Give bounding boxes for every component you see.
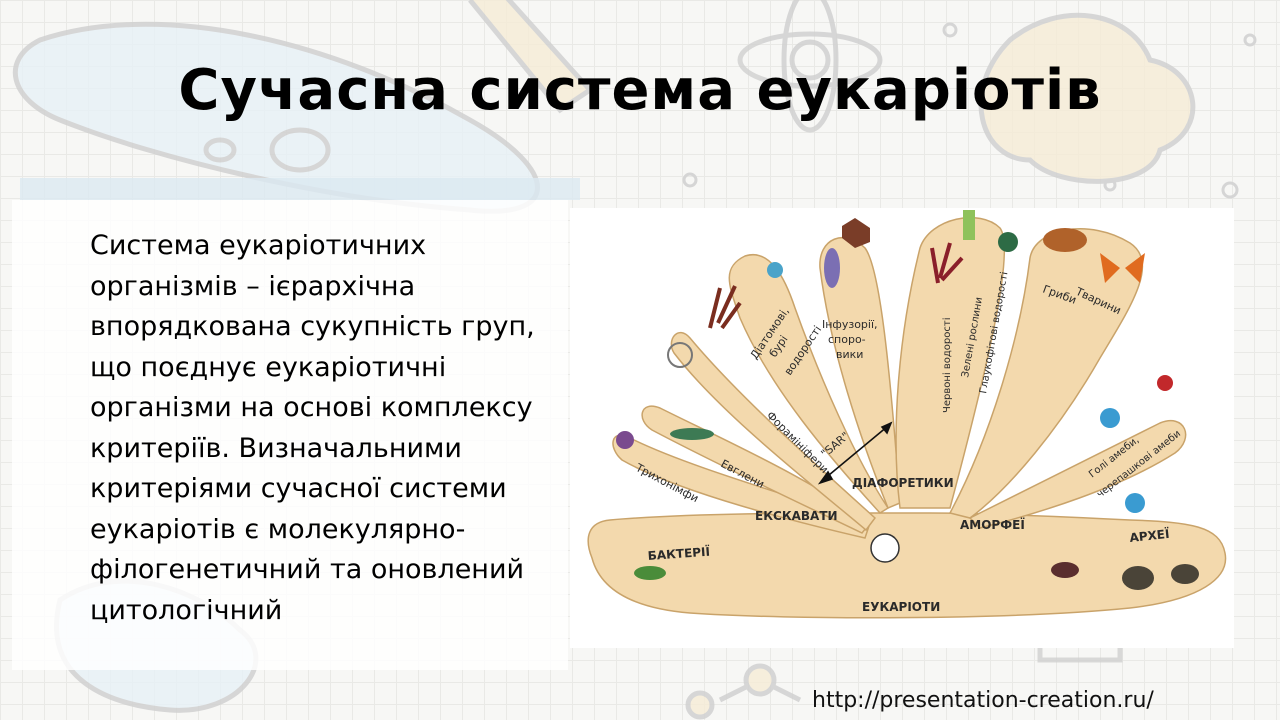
molecule-atom-doodle [743, 663, 777, 697]
trunk-shape [587, 512, 1227, 619]
cell-vacuole-doodle [269, 127, 331, 173]
amoeba-icon [1100, 408, 1120, 428]
striped-band-doodle [20, 178, 580, 200]
green-plant-icon [963, 210, 975, 240]
flagellate-icon [1125, 493, 1145, 513]
footer-url[interactable]: http://presentation-creation.ru/ [812, 688, 1154, 713]
label-ciliates-3: вики [836, 348, 863, 361]
label-archaea: АРХЕЇ [1129, 526, 1171, 545]
pencil-doodle [468, 0, 594, 114]
molecule-atom-doodle [685, 690, 715, 720]
trichonymph-icon [616, 431, 634, 449]
branch-trichonymphs [612, 434, 871, 539]
branch-opisthokonts [948, 228, 1144, 519]
label-red-algae: Червоні водорості [941, 318, 953, 413]
sporozoan-icon [842, 218, 870, 248]
ciliate-icon [824, 248, 840, 288]
slide-title: Сучасна система еукаріотів [178, 58, 1102, 123]
bubble-doodle [1243, 33, 1257, 47]
branch-diatoms [728, 253, 890, 514]
mushroom-icon [1043, 228, 1087, 252]
archaeon-icon [1122, 566, 1154, 590]
atom-orbit-doodle [737, 31, 883, 89]
amoeba-doodle [978, 12, 1196, 184]
butterfly-icon [1100, 253, 1145, 283]
label-eukaryotes: ЕУКАРІОТИ [862, 600, 940, 614]
archaeon-icon [1171, 564, 1199, 584]
cell-vacuole-doodle [203, 137, 237, 163]
diatom-icon [767, 262, 783, 278]
bubble-doodle [682, 172, 698, 188]
glaucophyte-icon [998, 232, 1018, 252]
red-algae-icon [930, 242, 964, 284]
label-bacteria: БАКТЕРІЇ [647, 544, 711, 563]
label-ciliates-1: Інфузорії, [822, 318, 878, 331]
label-amorphea: АМОРФЕЇ [960, 517, 1025, 532]
foraminifera-icon [667, 342, 693, 368]
branch-ciliates [819, 237, 901, 509]
brown-algae-icon [708, 285, 742, 330]
label-excavates: ЕКСКАВАТИ [755, 509, 838, 523]
atom-orbit-doodle [781, 0, 839, 133]
bacterium-icon [634, 566, 666, 580]
eukaryote-tree-svg: БАКТЕРІЇ АРХЕЇ ЕКСКАВАТИ ДІАФОРЕТИКИ АМО… [587, 210, 1227, 619]
eukaryote-cell-icon [870, 533, 900, 563]
bubble-doodle [1221, 181, 1239, 199]
branch-amoebae [968, 420, 1187, 529]
archaeon-icon [1051, 562, 1079, 578]
bubble-doodle [1103, 178, 1117, 192]
label-ciliates-2: споро- [828, 333, 866, 346]
bubble-doodle [942, 22, 958, 38]
atom-doodle [789, 39, 831, 81]
shelled-amoeba-icon [1157, 375, 1173, 391]
euglena-icon [670, 428, 714, 440]
body-text: Система еукаріотичних організмів – ієрар… [90, 230, 535, 626]
text-panel [12, 200, 568, 670]
sar-arrow [817, 421, 893, 485]
label-diaphoretics: ДІАФОРЕТИКИ [852, 476, 954, 490]
eukaryote-tree-diagram: БАКТЕРІЇ АРХЕЇ ЕКСКАВАТИ ДІАФОРЕТИКИ АМО… [570, 208, 1234, 648]
organism-icons [616, 210, 1199, 590]
